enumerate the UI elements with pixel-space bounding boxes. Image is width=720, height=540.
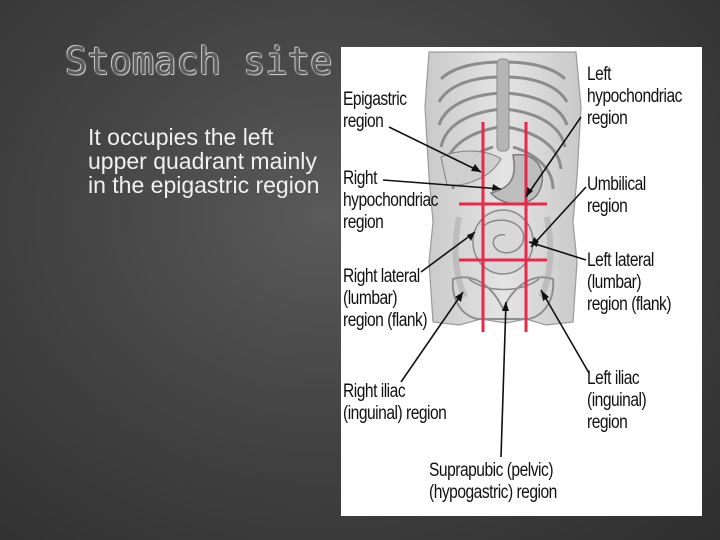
torso-illustration bbox=[382, 51, 590, 458]
abdominal-grid bbox=[459, 122, 547, 332]
leader-lines bbox=[382, 116, 590, 458]
label-left-lateral: Left lateral (lumbar) region (flank) bbox=[587, 250, 672, 315]
label-suprapubic: Suprapubic (pelvic) (hypogastric) region bbox=[429, 460, 557, 503]
pelvis bbox=[451, 276, 555, 320]
label-left-iliac: Left iliac (inguinal) region bbox=[587, 368, 647, 433]
label-epigastric: Epigastric region bbox=[343, 89, 407, 132]
label-left-hypochondriac: Left hypochondriac region bbox=[587, 64, 682, 129]
label-umbilical: Umbilical region bbox=[587, 174, 646, 217]
square-bullet-icon bbox=[60, 125, 88, 197]
sternum bbox=[496, 58, 510, 152]
label-right-lateral: Right lateral (lumbar) region (flank) bbox=[343, 266, 428, 331]
abdominal-regions-figure: Epigastric region Right hypochondriac re… bbox=[341, 47, 702, 516]
slide-title: Stomach site bbox=[65, 40, 333, 83]
label-right-hypochondriac: Right hypochondriac region bbox=[343, 168, 438, 233]
bullet-text: It occupies the left upper quadrant main… bbox=[88, 124, 320, 198]
bullet-item: It occupies the left upper quadrant main… bbox=[60, 125, 330, 197]
label-right-iliac: Right iliac (inguinal) region bbox=[343, 381, 447, 424]
arrow-heads bbox=[455, 164, 549, 311]
